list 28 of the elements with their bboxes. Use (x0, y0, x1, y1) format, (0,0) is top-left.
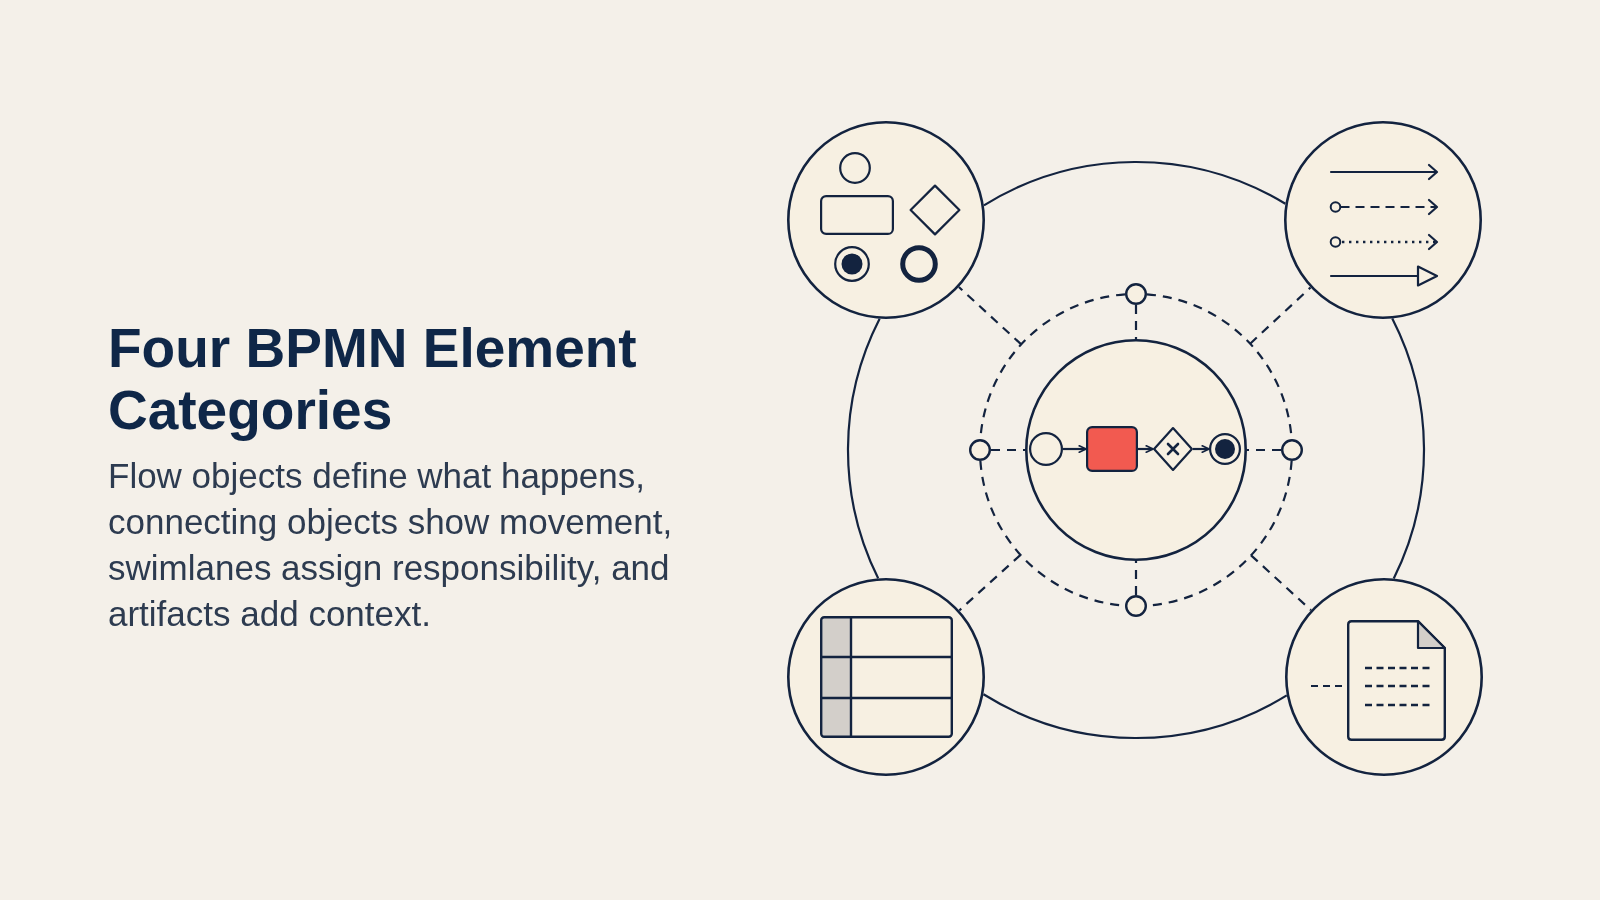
junction-circle (969, 439, 991, 461)
junction-circle (1125, 595, 1147, 617)
dashed-spoke (991, 448, 1025, 452)
dashed-spoke (1134, 561, 1138, 595)
icon-circle (1284, 121, 1482, 319)
icon-circle (1285, 578, 1483, 776)
junction-circle (1125, 283, 1147, 305)
orbit-arc (983, 161, 1286, 207)
dashed-spoke (1247, 448, 1281, 452)
hub-circle (1025, 339, 1247, 561)
flow-arrow (1063, 445, 1087, 453)
description: Flow objects define what happens, connecting objects show movement, swimlanes assign responsibility, and artifacts add context. (108, 455, 674, 635)
dashed-connector (958, 286, 1022, 346)
dashed-spoke (1134, 305, 1138, 339)
flow-arrow (1138, 445, 1154, 453)
orbit-arc (1391, 318, 1426, 579)
icon-circle (787, 578, 985, 776)
task-rectangle (1086, 426, 1138, 472)
dashed-connector (1250, 554, 1312, 611)
icon-circle (787, 121, 985, 319)
dashed-connector (958, 554, 1022, 612)
orbit-arc (846, 318, 881, 579)
orbit-arc (982, 693, 1288, 739)
dashed-connector (1249, 286, 1312, 345)
flow-arrow (1193, 445, 1210, 453)
junction-circle (1281, 439, 1303, 461)
gateway-diamond (1153, 427, 1193, 471)
heading: Four BPMN Element Categories (108, 317, 638, 441)
